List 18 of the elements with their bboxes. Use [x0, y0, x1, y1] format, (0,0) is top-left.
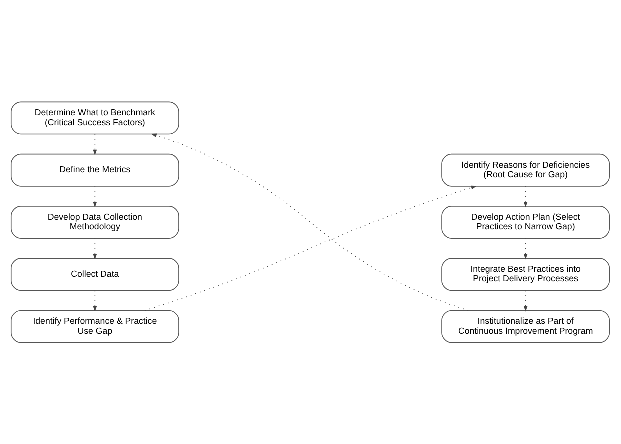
arrow	[151, 133, 469, 311]
node-box: Collect Data	[10, 258, 180, 291]
arrow	[93, 186, 98, 208]
node-box: Integrate Best Practices into Project Delivery Processes	[442, 258, 610, 291]
node-box: Develop Action Plan (Select Practices to Narrow Gap)	[442, 206, 610, 238]
arrow	[524, 186, 528, 208]
arrow	[524, 290, 528, 312]
node-box: Institutionalize as Part of Continuous Improvement Program	[442, 310, 610, 343]
node-box: Determine What to Benchmark (Critical Success Factors)	[10, 101, 180, 134]
node-box: Identify Performance & Practice Use Gap	[10, 310, 180, 343]
node-box: Identify Reasons for Deficiencies (Root Cause for Gap)	[442, 153, 610, 186]
arrow	[144, 185, 477, 311]
node-box: Define the Metrics	[10, 153, 180, 186]
arrow	[93, 238, 98, 260]
arrow	[93, 134, 98, 155]
node-box: Develop Data Collection Methodology	[10, 206, 180, 238]
arrow	[93, 290, 98, 312]
arrow	[524, 238, 528, 260]
